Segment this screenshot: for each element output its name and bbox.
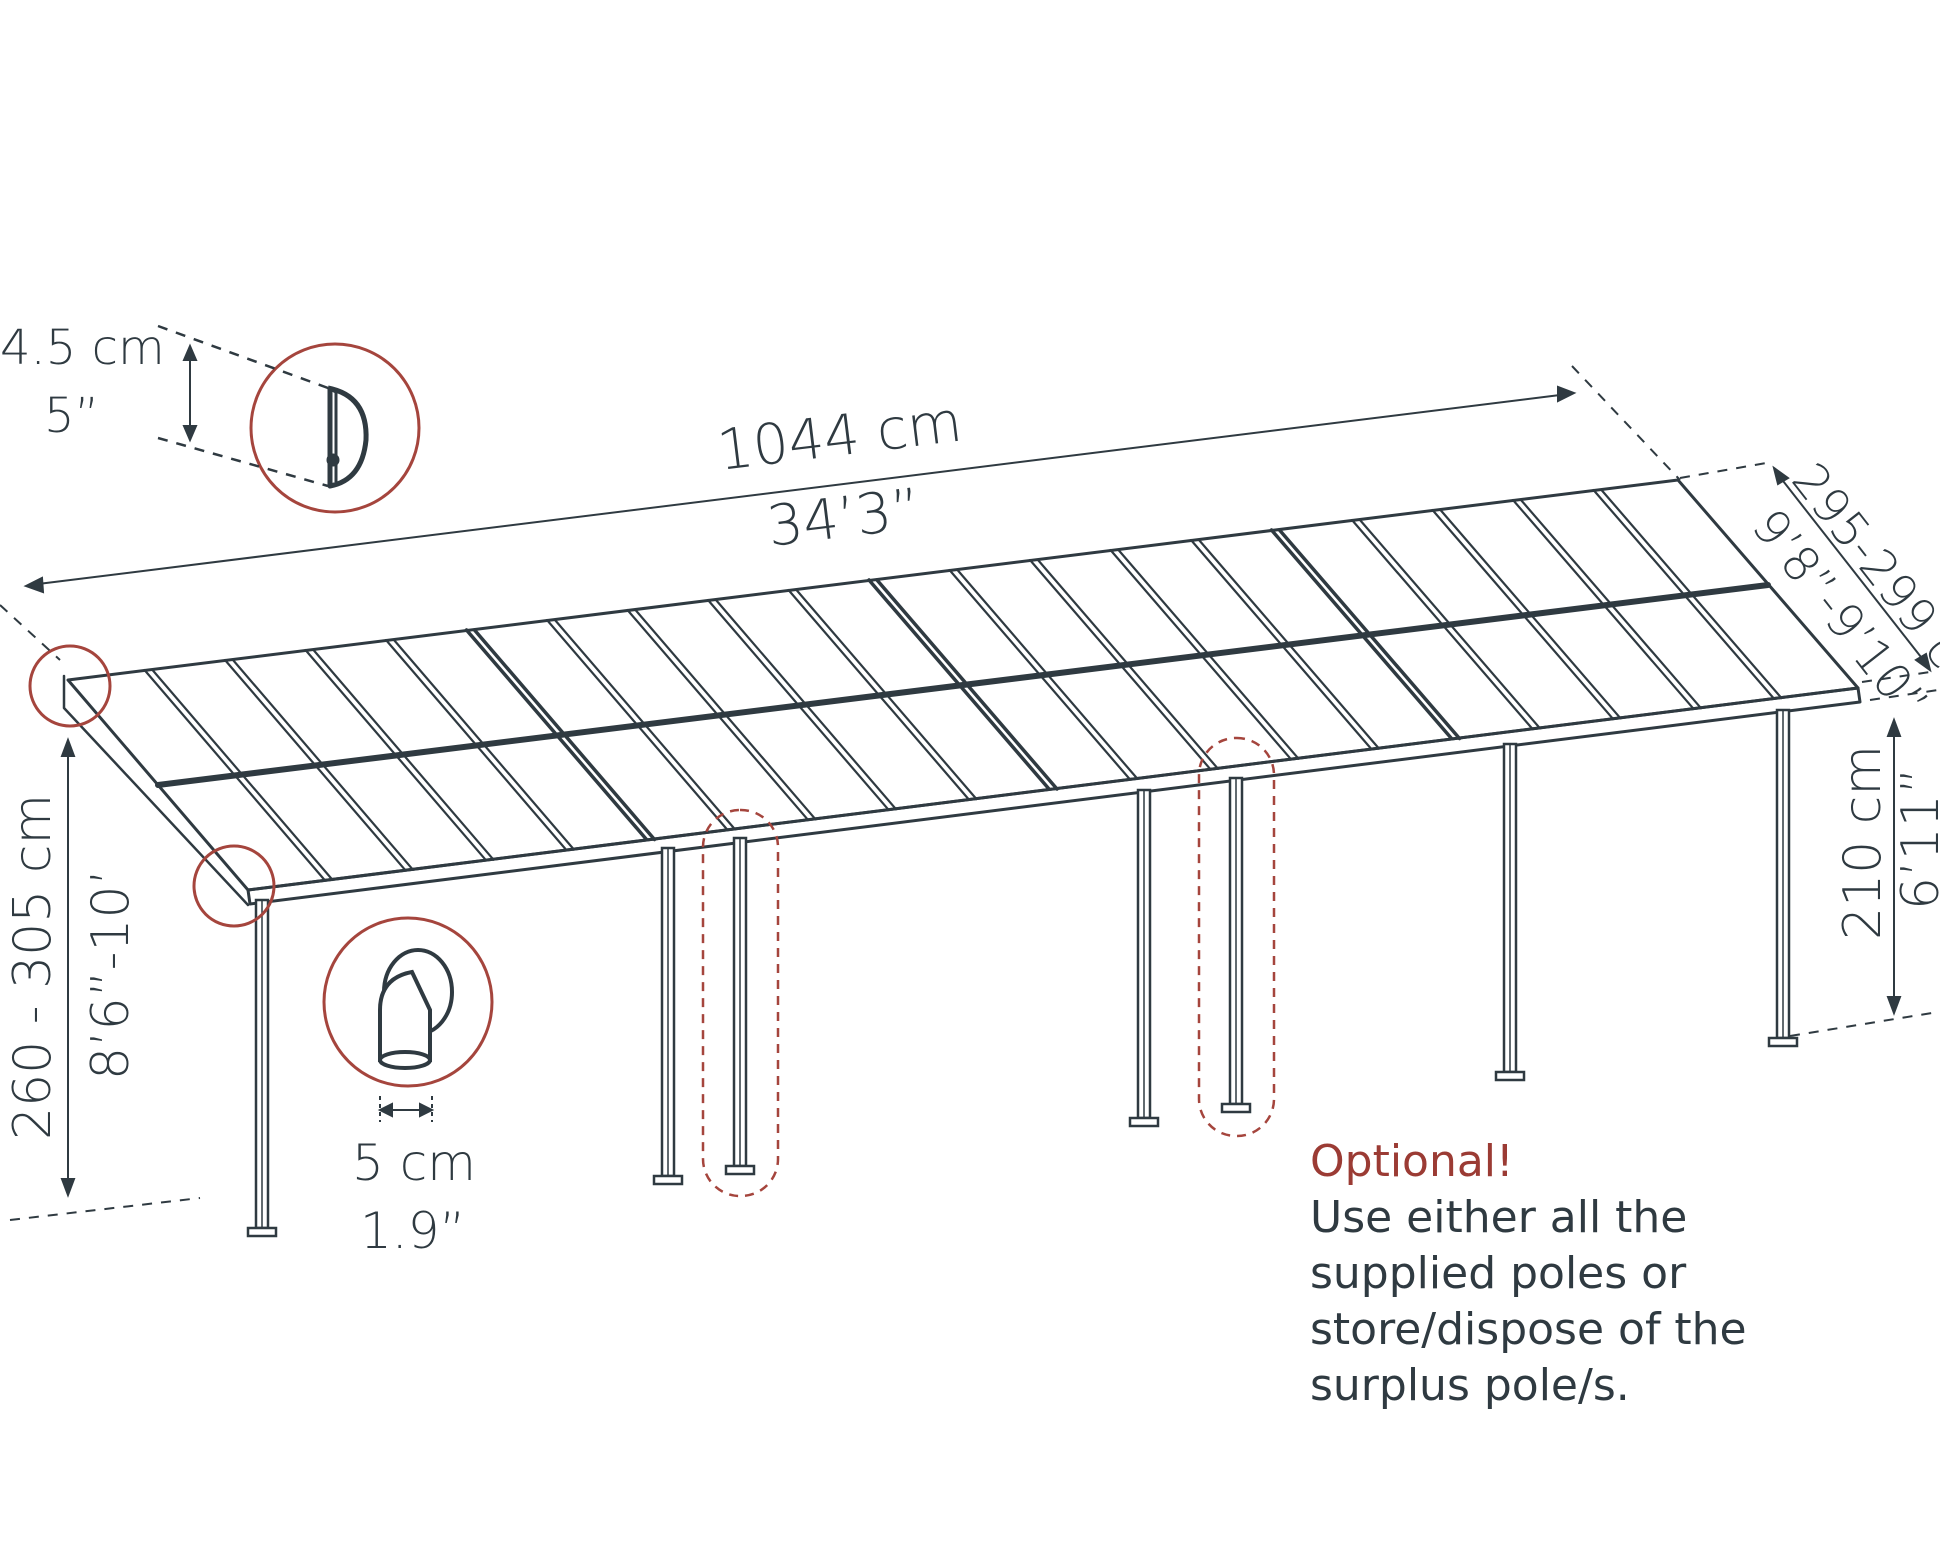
- poles: [246, 708, 1799, 1238]
- optional-pole-marker-1: [701, 808, 780, 1198]
- note-line-3: store/dispose of the: [1310, 1304, 1747, 1355]
- pole-2: [652, 846, 684, 1186]
- pole-4: [1128, 788, 1160, 1128]
- front-corner-circle: [192, 844, 276, 928]
- roof-cross-beam: [155, 582, 1771, 788]
- pole-6: [1494, 742, 1526, 1082]
- front-gutter: [246, 686, 1862, 906]
- length-ft-label: 34’3”: [764, 477, 924, 560]
- gutter-profile-icon: [326, 385, 369, 489]
- gutter-dimension-arrow: [182, 343, 198, 443]
- rear-wall-bracket: [62, 674, 250, 907]
- note-line-2: supplied poles or: [1310, 1248, 1687, 1299]
- optional-note: Optional! Use either all the supplied po…: [1310, 1136, 1747, 1411]
- note-title: Optional!: [1310, 1136, 1514, 1187]
- pole-in-label: 1.9”: [360, 1202, 465, 1260]
- pole-profile-icon: [378, 948, 454, 1070]
- rear-height-cm-label: 260 - 305 cm: [3, 794, 63, 1140]
- pole-7: [1767, 708, 1799, 1048]
- pole-5: [1220, 776, 1252, 1114]
- optional-pole-markers: [701, 736, 1276, 1198]
- rear-height-ft-label: 8’6”-10’: [81, 869, 141, 1080]
- optional-pole-marker-2: [1197, 736, 1276, 1138]
- pole-1: [246, 898, 278, 1238]
- pole-3: [724, 836, 756, 1176]
- length-cm-label: 1044 cm: [714, 389, 966, 483]
- front-height-cm-label: 210 cm: [1833, 745, 1893, 940]
- pole-detail-circle: [322, 916, 494, 1088]
- gutter-in-label: 5”: [44, 388, 99, 444]
- rear-corner-circle: [28, 644, 112, 728]
- detail-circles: [28, 342, 494, 1088]
- pole-dimension-arrow: [377, 1096, 435, 1122]
- gutter-detail-circle: [249, 342, 421, 514]
- note-line-1: Use either all the: [1310, 1192, 1687, 1243]
- front-height-ft-label: 6’11”: [1891, 767, 1940, 910]
- gutter-cm-label: 4.5 cm: [0, 320, 165, 376]
- dimension-lines: [0, 365, 1939, 1221]
- note-line-4: surplus pole/s.: [1310, 1360, 1630, 1411]
- pole-cm-label: 5 cm: [352, 1134, 476, 1192]
- roof-structure: [62, 478, 1862, 907]
